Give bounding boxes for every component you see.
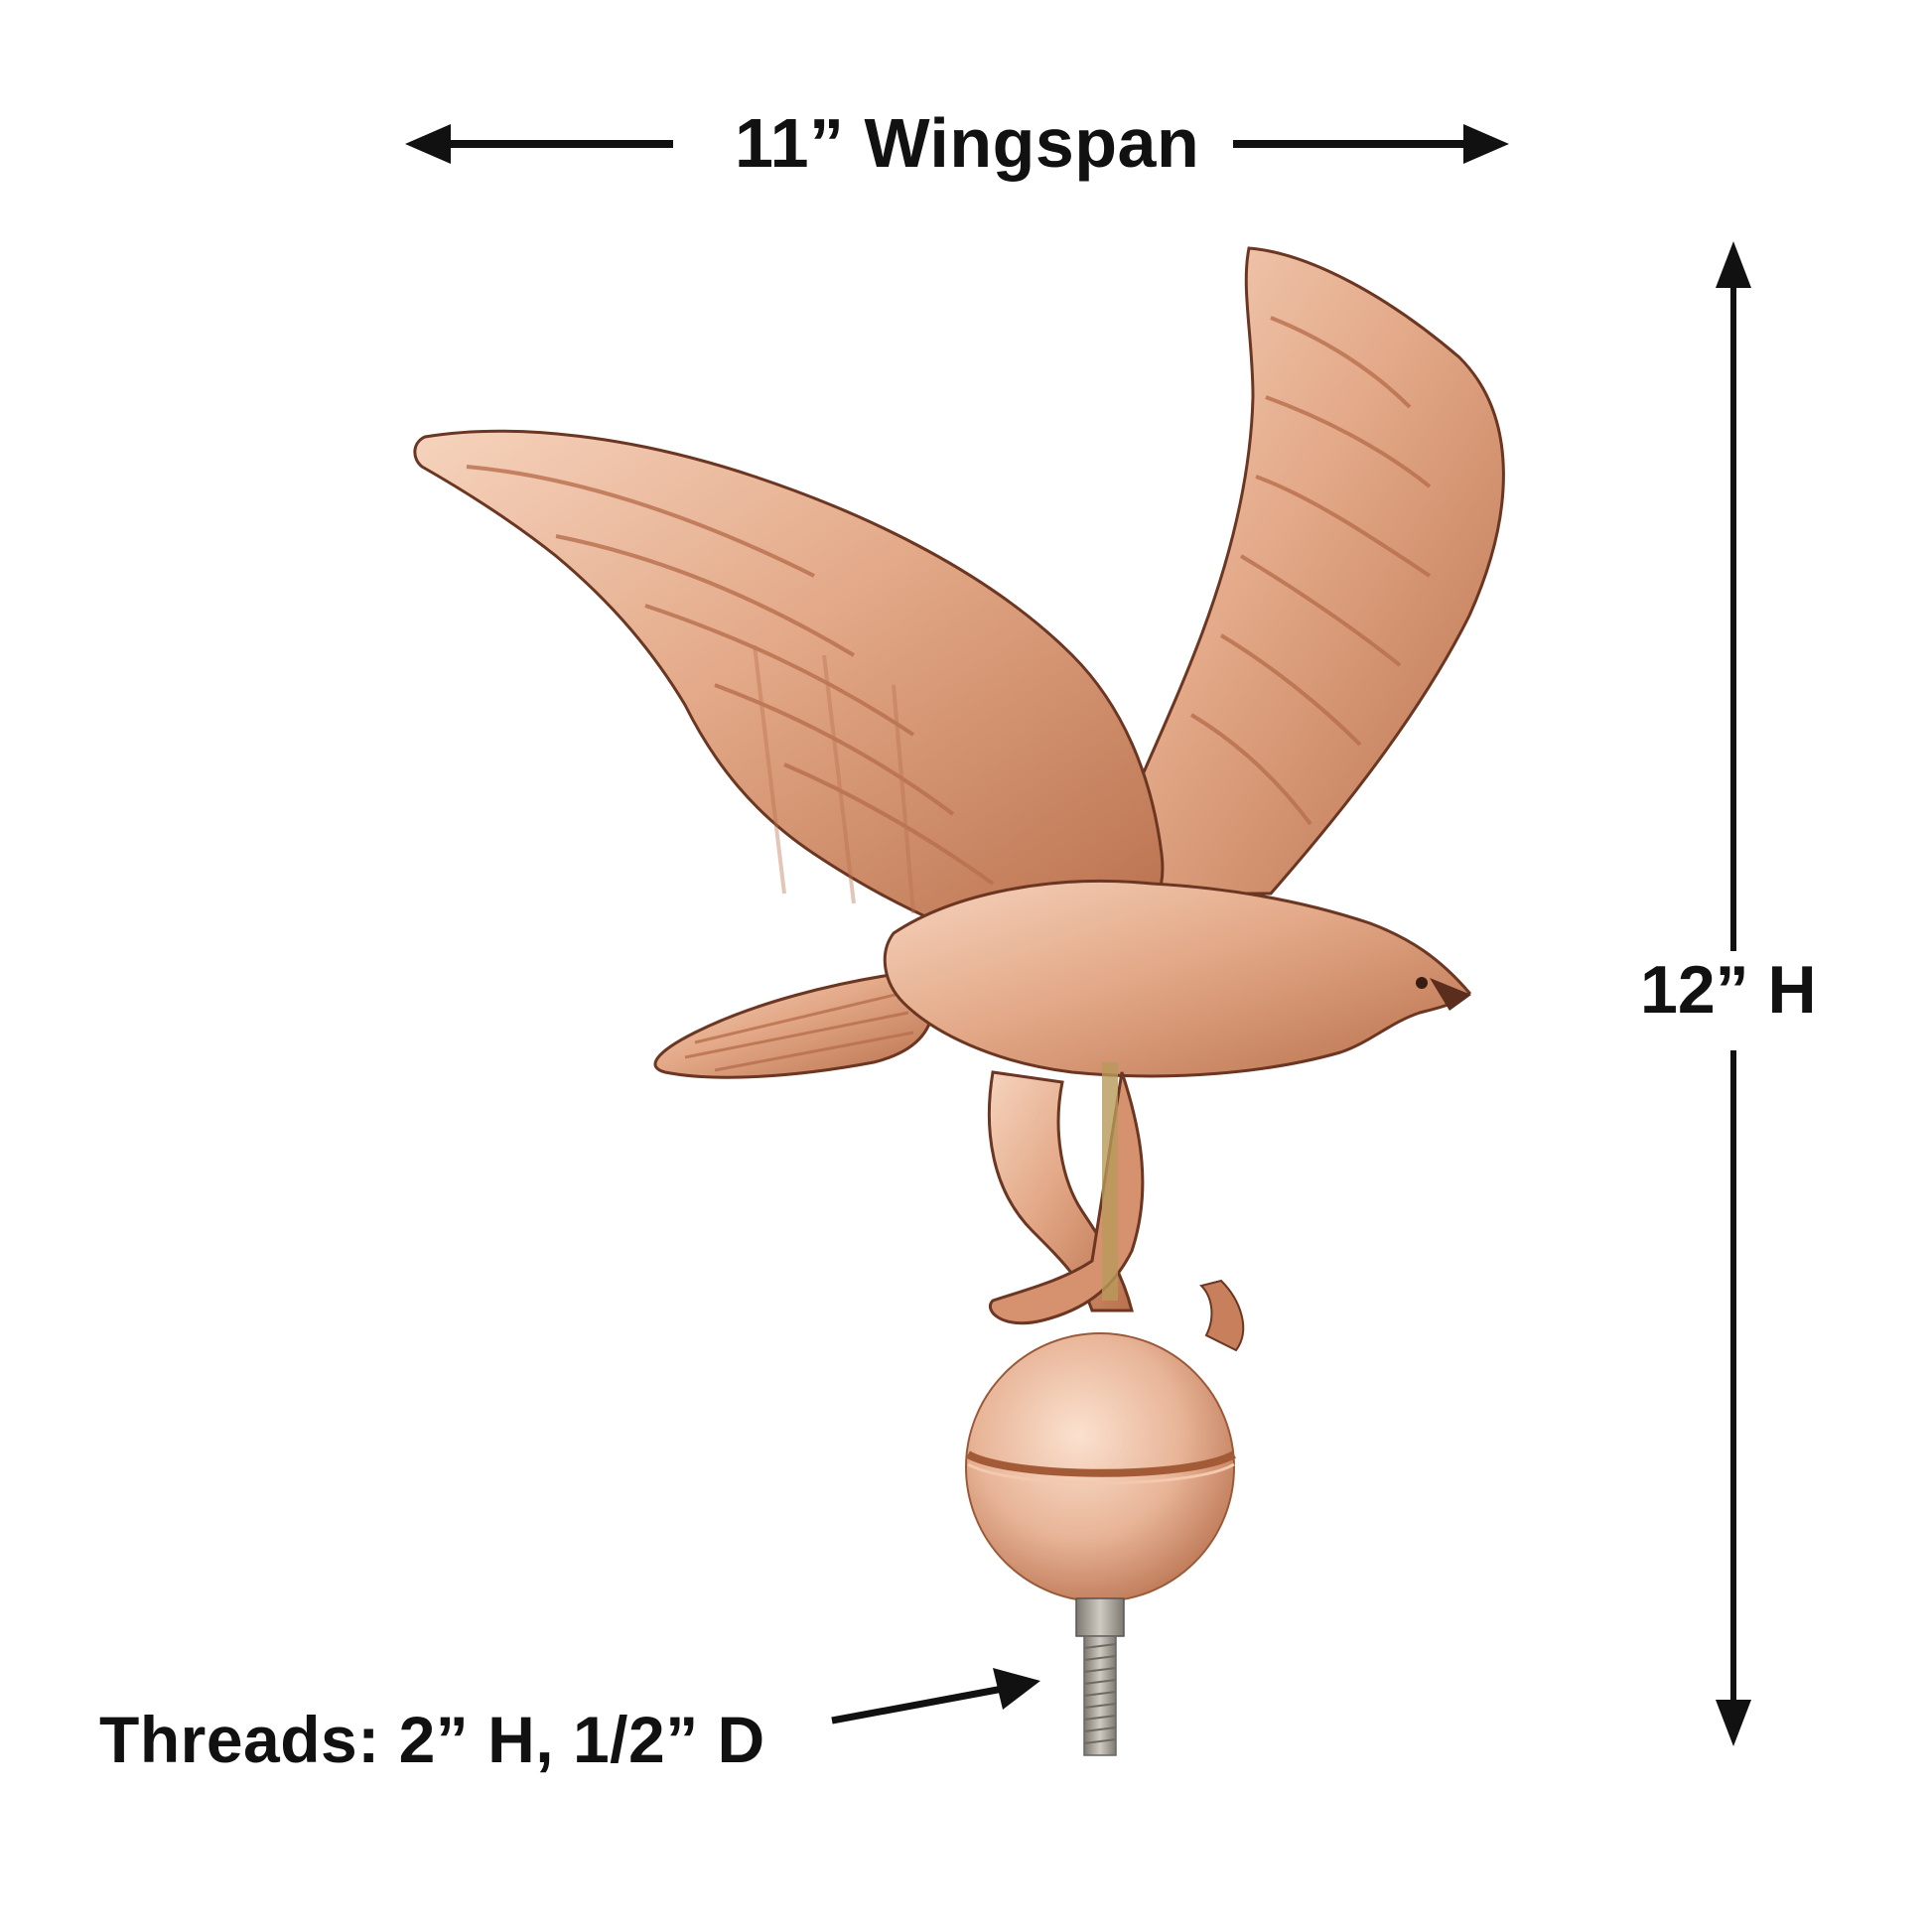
beak [1430,978,1471,1011]
threaded-bolt [1075,1597,1125,1756]
wingspan-arrow-left-icon [405,124,673,164]
left-wing [413,429,1165,945]
legs [987,1062,1245,1352]
body [883,879,1472,1078]
wingspan-arrow-right-icon [1233,124,1509,164]
threads-pointer-arrow-icon [831,1668,1040,1725]
tail [653,971,935,1079]
support-rod [1102,1062,1118,1301]
right-wing [1089,246,1505,896]
height-arrow-up-icon [1716,241,1751,951]
height-arrow-down-icon [1716,1050,1751,1746]
height-label: 12” H [1640,952,1817,1028]
eye [1416,977,1428,989]
threads-label: Threads: 2” H, 1/2” D [99,1703,765,1776]
wingspan-label: 11” Wingspan [735,104,1200,182]
